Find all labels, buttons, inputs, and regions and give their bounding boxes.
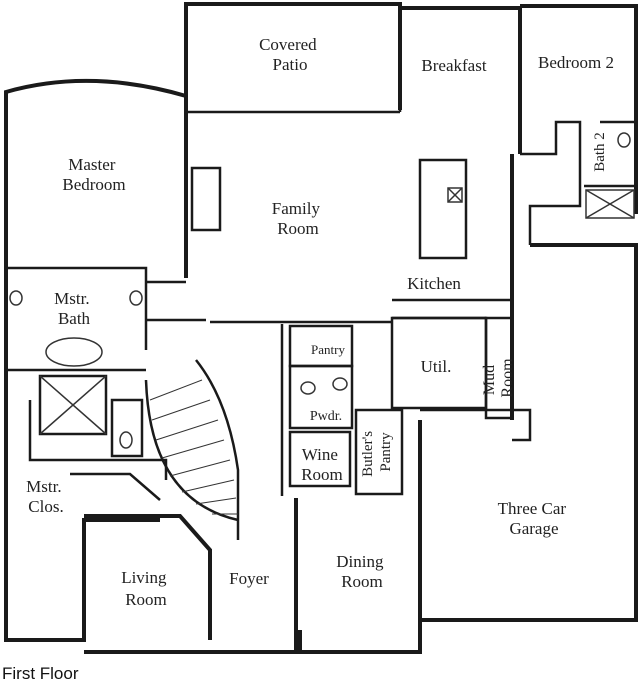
room-mstr-bath: Mstr. Bath [54,289,94,328]
room-pantry: Pantry [311,342,345,357]
room-three-car-garage: Three Car Garage [498,499,571,538]
exterior-walls [4,2,638,654]
room-bedroom-2: Bedroom 2 [538,53,614,72]
room-dining-room: Dining Room [336,552,387,591]
interior-walls [6,8,636,501]
room-kitchen: Kitchen [407,274,461,293]
room-living-room: Living Room [121,568,171,609]
room-covered-patio: Covered Patio [259,35,321,74]
room-foyer: Foyer [229,569,269,588]
floor-caption: First Floor [2,664,79,683]
room-master-bedroom: Master Bedroom [62,155,125,194]
room-butlers-pantry: Butler's Pantry [360,427,394,477]
room-mstr-clos: Mstr. Clos. [26,477,66,516]
room-mud-room: Mud Room [481,358,516,398]
room-labels: Covered Patio Breakfast Bedroom 2 Master… [26,35,614,609]
stair-curve [144,359,240,540]
floor-plan: Covered Patio Breakfast Bedroom 2 Master… [4,2,638,654]
room-family-room: Family Room [272,199,324,238]
room-pwdr: Pwdr. [310,409,342,424]
fixtures [9,132,635,449]
room-wine-room: Wine Room [301,445,343,484]
room-breakfast: Breakfast [421,56,486,75]
room-bath-2: Bath 2 [592,132,608,172]
room-util: Util. [421,357,452,376]
